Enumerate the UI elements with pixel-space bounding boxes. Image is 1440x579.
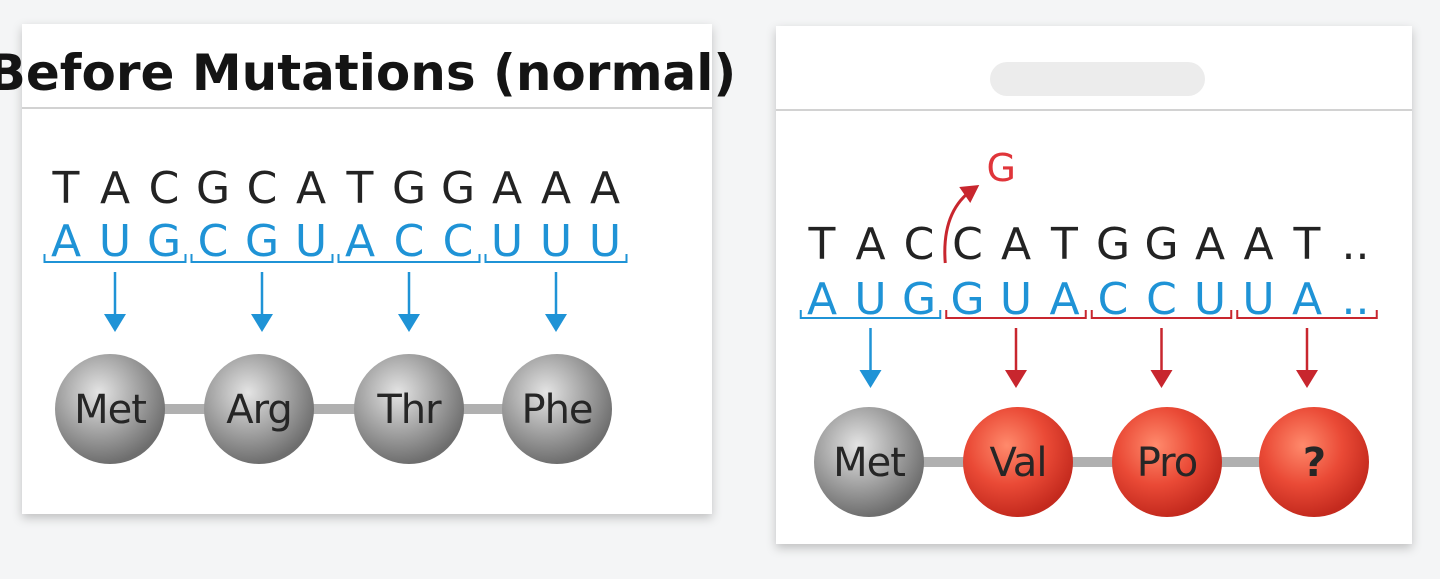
rna-base: U (99, 216, 131, 267)
amino-acid-label: Met (833, 440, 905, 486)
amino-acid-ball (502, 354, 612, 464)
amino-acid-label: ? (1303, 440, 1325, 486)
arrow-head-icon (545, 314, 567, 332)
rna-base: U (1242, 274, 1274, 325)
amino-acid-label: Met (74, 387, 146, 433)
rna-base: U (854, 274, 886, 325)
rna-base: A (1049, 274, 1079, 325)
codon-bracket (1090, 310, 1233, 319)
amino-acid-ball (55, 354, 165, 464)
rna-base: C (1098, 274, 1129, 325)
codon-bracket (484, 254, 628, 263)
dna-base: A (1195, 219, 1225, 270)
panel-before-title: Before Mutations (normal) (0, 44, 736, 102)
arrow-head-icon (1296, 370, 1318, 388)
rna-base: G (950, 274, 984, 325)
arrow-head-icon (251, 314, 273, 332)
inserted-base: G (987, 146, 1016, 190)
rna-base: .. (1342, 274, 1370, 325)
dna-base: T (346, 163, 374, 214)
dna-base: A (541, 163, 571, 214)
amino-acid-label: Pro (1137, 440, 1197, 486)
dna-base: C (904, 219, 935, 270)
amino-acid-ball (354, 354, 464, 464)
rna-base: C (443, 216, 474, 267)
dna-base: A (100, 163, 130, 214)
rna-base: U (295, 216, 327, 267)
dna-base: A (1001, 219, 1031, 270)
dna-base: G (1096, 219, 1130, 270)
rna-base: U (1194, 274, 1226, 325)
rna-base: C (198, 216, 229, 267)
amino-acid-label: Thr (376, 387, 442, 433)
codon-bracket (337, 254, 481, 263)
amino-acid-label: Phe (521, 387, 592, 433)
rna-base: A (51, 216, 81, 267)
dna-base: C (247, 163, 278, 214)
amino-acid-ball-mutant (963, 407, 1073, 517)
codon-bracket (1236, 310, 1378, 319)
dna-base: T (1293, 219, 1321, 270)
codon-bracket (799, 310, 942, 319)
amino-acid-ball (204, 354, 314, 464)
dna-base: A (590, 163, 620, 214)
amino-acid-ball-mutant (1112, 407, 1222, 517)
dna-base: C (952, 219, 983, 270)
dna-base: G (196, 163, 230, 214)
rna-base: U (1000, 274, 1032, 325)
amino-acid-ball (814, 407, 924, 517)
dna-base: .. (1342, 219, 1370, 270)
amino-acid-label: Val (990, 440, 1047, 486)
rna-base: G (245, 216, 279, 267)
insertion-arrow-head-icon (959, 185, 980, 203)
dna-base: C (149, 163, 180, 214)
rna-base: G (147, 216, 181, 267)
redacted-title-block (990, 62, 1205, 96)
dna-base: G (441, 163, 475, 214)
rna-base: U (589, 216, 621, 267)
rna-base: C (1146, 274, 1177, 325)
rna-base: U (491, 216, 523, 267)
arrow-head-icon (859, 370, 882, 388)
dna-base: A (296, 163, 326, 214)
dna-base: A (1243, 219, 1273, 270)
dna-base: G (392, 163, 426, 214)
dna-base: A (855, 219, 885, 270)
dna-base: A (492, 163, 522, 214)
arrow-head-icon (1150, 370, 1173, 388)
dna-base: T (1050, 219, 1078, 270)
dna-base: T (52, 163, 80, 214)
rna-base: C (394, 216, 425, 267)
rna-base: A (345, 216, 375, 267)
dna-base: G (1144, 219, 1178, 270)
amino-acid-label: Arg (226, 387, 292, 433)
arrow-head-icon (1005, 370, 1027, 388)
arrow-head-icon (104, 314, 126, 332)
amino-acid-ball-mutant (1259, 407, 1369, 517)
dna-base: T (808, 219, 836, 270)
arrow-head-icon (398, 314, 420, 332)
codon-bracket (190, 254, 334, 263)
rna-base: A (1292, 274, 1322, 325)
rna-base: G (902, 274, 936, 325)
codon-bracket (43, 254, 187, 263)
rna-base: U (540, 216, 572, 267)
codon-bracket (945, 310, 1087, 319)
rna-base: A (807, 274, 837, 325)
